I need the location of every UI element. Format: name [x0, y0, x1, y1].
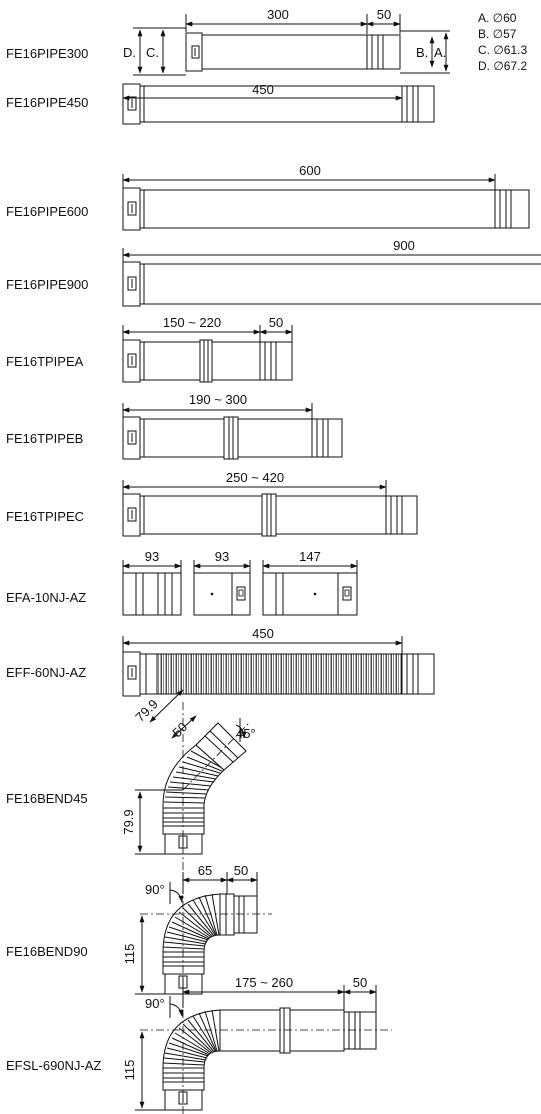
angle-arc	[169, 1003, 184, 1017]
dim-line-end	[171, 715, 197, 739]
dim-length: 175 ~ 260	[235, 975, 293, 990]
dim-part-1: 93	[145, 549, 159, 564]
slide-joint	[279, 1007, 291, 1054]
dim-length: 600	[299, 163, 321, 178]
fe16pipe600-drawing: FE16PIPE600 600	[6, 163, 530, 231]
base-collar	[162, 1077, 205, 1091]
fe16pipe300-drawing: FE16PIPE300 D. C. B. A. 300 50	[6, 7, 450, 76]
product-label: FE16PIPE450	[6, 95, 88, 110]
dim-letter-c: C.	[146, 45, 159, 60]
dim-length: 250 ~ 420	[226, 470, 284, 485]
fe16tpipea-drawing: FE16TPIPEA 150 ~ 220 50	[6, 315, 293, 383]
dim-length: 300	[267, 7, 289, 22]
pipe-body	[139, 189, 496, 229]
legend-a: A. ∅60	[478, 11, 517, 25]
fe16bend45-drawing: FE16BEND45	[6, 689, 256, 870]
product-label: FE16TPIPEB	[6, 431, 83, 446]
adapter-part-1	[122, 572, 182, 616]
dim-end: 50	[353, 975, 367, 990]
product-label: EFSL-690NJ-AZ	[6, 1058, 101, 1073]
pipe-body	[139, 263, 541, 305]
eff60nj-drawing: EFF-60NJ-AZ 450	[6, 626, 435, 697]
legend-b: B. ∅57	[478, 27, 517, 41]
product-label: FE16PIPE300	[6, 46, 88, 61]
adapter-part-3	[262, 572, 358, 616]
dim-length: 150 ~ 220	[163, 315, 221, 330]
dim-diagonal: 79.9	[132, 696, 161, 725]
dim-part-2: 93	[215, 549, 229, 564]
dim-angle: 90°	[145, 882, 165, 897]
dim-length: 450	[252, 626, 274, 641]
dim-line-diagonal	[149, 689, 184, 723]
dim-length: 190 ~ 300	[189, 392, 247, 407]
legend-d: D. ∅67.2	[478, 59, 527, 73]
latch-tab	[342, 586, 352, 601]
flexible-corrugated-body	[156, 653, 403, 695]
slide-joint	[261, 493, 277, 537]
dim-angle: 45°	[236, 726, 256, 741]
spigot-end	[494, 189, 530, 229]
dim-letter-b: B.	[416, 45, 428, 60]
pipe-body	[139, 85, 403, 123]
product-label: EFF-60NJ-AZ	[6, 665, 86, 680]
angle-arc	[169, 889, 184, 903]
dim-angle: 90°	[145, 996, 165, 1011]
product-label: FE16BEND45	[6, 791, 88, 806]
base-collar	[162, 821, 205, 835]
dim-vertical: 79.9	[121, 809, 136, 834]
latch-tab	[236, 586, 246, 601]
dim-h: 65	[198, 863, 212, 878]
fe16pipe450-drawing: FE16PIPE450 450	[6, 82, 435, 125]
fe16tpipec-drawing: FE16TPIPEC 250 ~ 420	[6, 470, 418, 537]
spigot-end	[195, 722, 247, 771]
pipe-body	[201, 34, 368, 70]
spigot-end	[233, 895, 258, 934]
product-label: EFA-10NJ-AZ	[6, 590, 86, 605]
dim-vertical: 115	[122, 1060, 137, 1081]
dim-vertical: 115	[122, 944, 137, 965]
angle-arc	[235, 724, 247, 739]
product-label: FE16PIPE600	[6, 204, 88, 219]
base-collar	[162, 961, 205, 975]
dim-letter-d: D.	[123, 45, 136, 60]
dim-part-3: 147	[299, 549, 321, 564]
dim-length: 450	[252, 82, 274, 97]
efa10nj-drawing: EFA-10NJ-AZ 93 93 147	[6, 549, 358, 616]
efsl690nj-drawing: EFSL-690NJ-AZ	[6, 975, 392, 1114]
dim-length: 900	[393, 238, 415, 253]
product-label: FE16PIPE900	[6, 277, 88, 292]
fe16pipe900-drawing: FE16PIPE900 900	[6, 238, 541, 307]
product-label: FE16TPIPEA	[6, 354, 84, 369]
dim-end: 50	[377, 7, 391, 22]
slide-joint	[223, 416, 239, 460]
diameter-legend: A. ∅60 B. ∅57 C. ∅61.3 D. ∅67.2	[478, 11, 527, 73]
product-label: FE16TPIPEC	[6, 509, 84, 524]
dim-letter-a: A.	[434, 45, 446, 60]
dim-end: 50	[234, 863, 248, 878]
fe16tpipeb-drawing: FE16TPIPEB 190 ~ 300	[6, 392, 343, 460]
product-label: FE16BEND90	[6, 944, 88, 959]
dim-end: 50	[269, 315, 283, 330]
fe16bend90-drawing: FE16BEND90	[6, 863, 272, 1005]
legend-c: C. ∅61.3	[478, 43, 527, 57]
slide-joint	[199, 339, 213, 383]
